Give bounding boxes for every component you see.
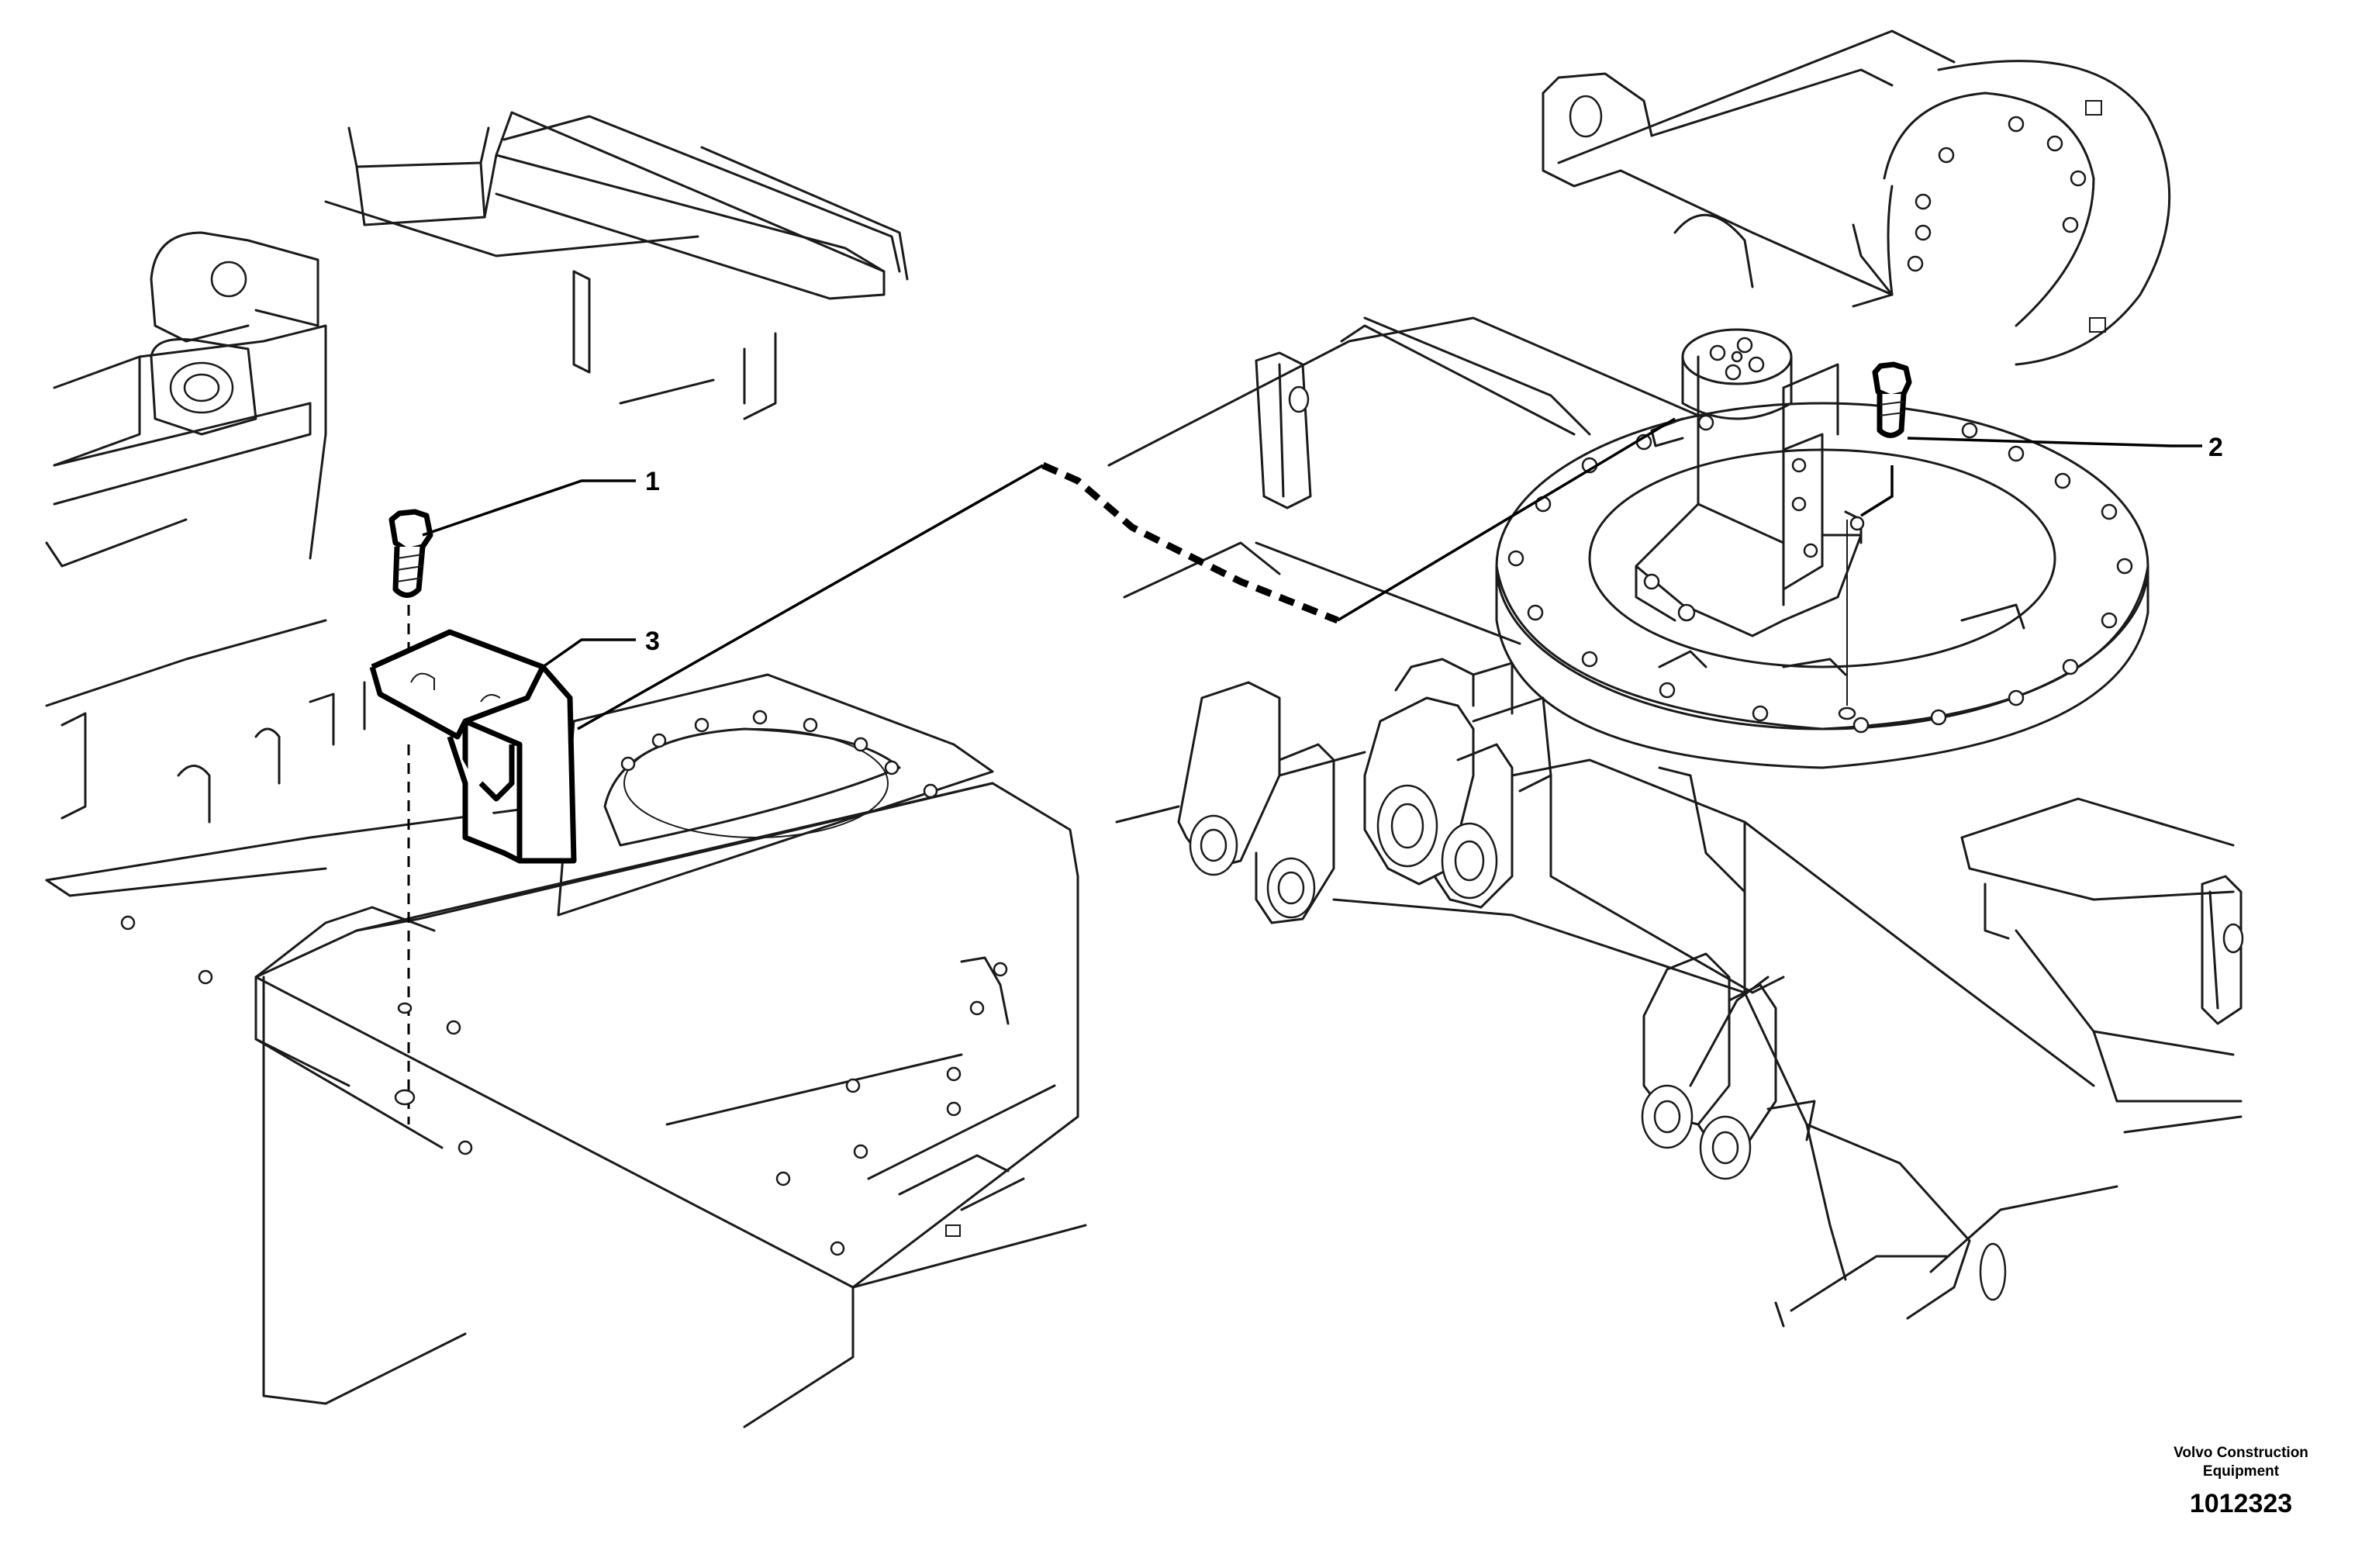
leader-callout-3 (541, 638, 636, 668)
leader-callout-1 (422, 479, 636, 537)
left-base-platform (45, 673, 1087, 1428)
mounting-hole (394, 1089, 416, 1106)
callout-3: 3 (645, 627, 660, 656)
left-upper-frame (45, 111, 909, 824)
bracket-part-3[interactable] (369, 629, 577, 864)
right-upper-frame (1107, 29, 2171, 769)
leader-bracket-to-swivel (577, 464, 1044, 730)
leader-callout-2 (1907, 437, 2202, 447)
publisher-line-1: Volvo Construction (2174, 1445, 2308, 1461)
dashed-relationship-line (1041, 461, 1339, 624)
right-lower-frame (1115, 658, 2244, 1328)
callout-1: 1 (645, 467, 660, 496)
drawing-number: 1012323 (2189, 1489, 2293, 1518)
publisher-label: Volvo Construction Equipment (2148, 1444, 2334, 1481)
leader-lines (422, 417, 2202, 730)
publisher-line-2: Equipment (2202, 1463, 2280, 1480)
leader-bolt-2-down (1860, 465, 1894, 517)
leader-swivel (1337, 417, 1676, 622)
bolt-part-1[interactable] (388, 509, 433, 598)
bolt-part-2[interactable] (1872, 361, 1912, 438)
center-swivel-joint (1635, 328, 1865, 637)
callout-2: 2 (2208, 433, 2223, 462)
